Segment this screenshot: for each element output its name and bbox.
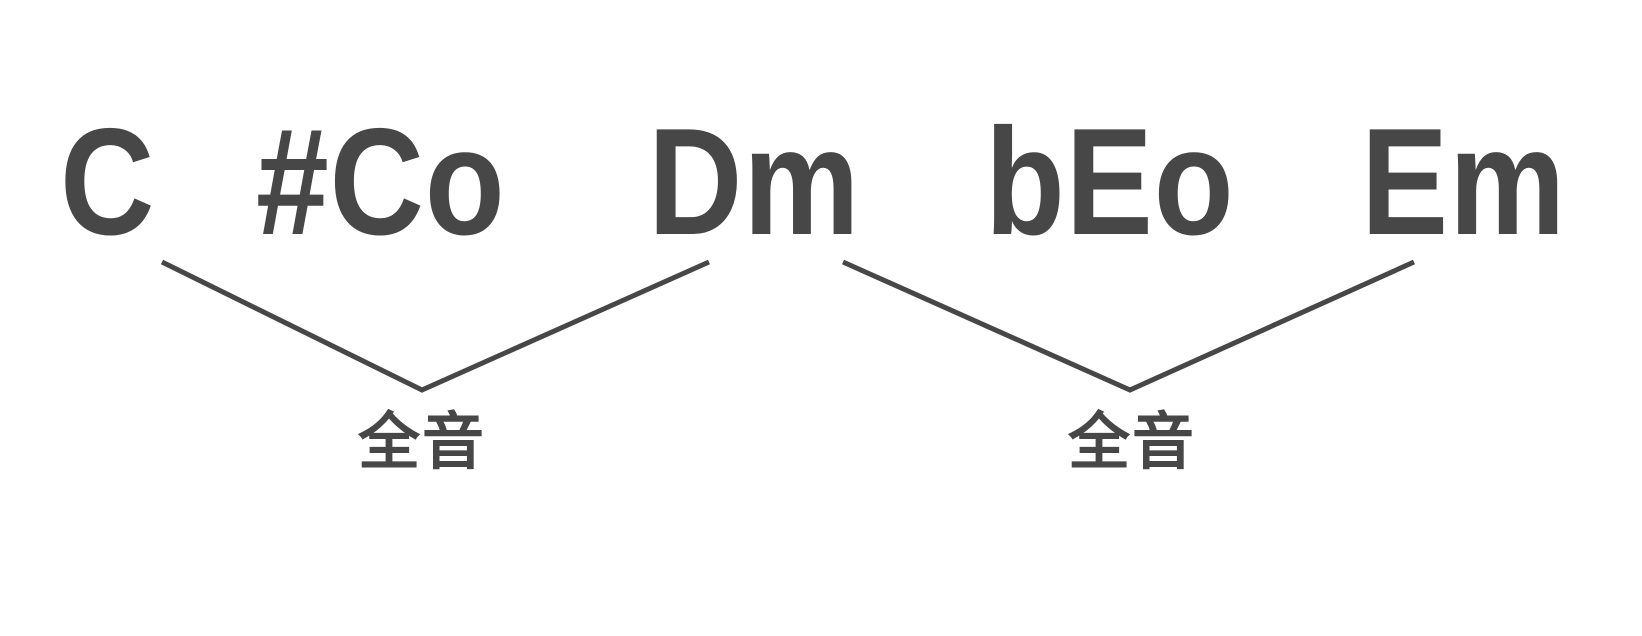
chord-d-minor: Dm <box>648 97 861 267</box>
interval-bracket-2 <box>841 259 1416 393</box>
chord-c-sharp-dim: #Co <box>256 97 506 267</box>
chord-c: C <box>60 97 156 267</box>
interval-bracket-1 <box>160 259 711 393</box>
interval-label-whole-tone-1: 全音 <box>357 405 486 478</box>
chord-e-minor: Em <box>1361 97 1567 267</box>
chord-e-flat-dim: bEo <box>985 97 1235 267</box>
interval-label-whole-tone-2: 全音 <box>1067 405 1196 478</box>
